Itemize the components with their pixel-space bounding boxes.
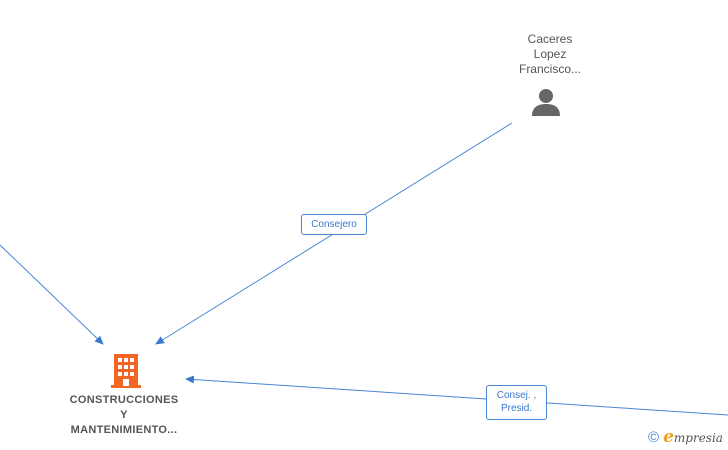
company-name-line-1: CONSTRUCCIONES [69, 394, 179, 406]
person-node-label[interactable]: Caceres Lopez Francisco... [490, 32, 610, 77]
brand-name: mpresia [673, 431, 723, 445]
edge-label-consej-line-2: Presid. [500, 403, 533, 414]
edge-label-consej-line-1: Consej. , [496, 390, 537, 401]
person-name-line-2: Lopez [533, 47, 567, 61]
company-node-label[interactable]: CONSTRUCCIONES Y MANTENIMIENTO... [44, 393, 204, 438]
company-name-line-3: MANTENIMIENTO... [70, 424, 178, 436]
edge-label-consej-presid[interactable]: Consej. , Presid. [486, 385, 547, 420]
edge-offscreen-right-to-company [185, 375, 728, 416]
copyright-icon: © [648, 429, 660, 446]
company-name-line-2: Y [120, 409, 128, 421]
building-icon[interactable] [109, 352, 143, 388]
person-icon[interactable] [530, 86, 562, 118]
edge-offscreen-left-to-company [0, 244, 104, 345]
brand-initial: e [663, 427, 674, 447]
person-name-line-3: Francisco... [518, 62, 581, 76]
edge-label-consejero[interactable]: Consejero [301, 214, 367, 235]
edge-label-consejero-text: Consejero [311, 219, 357, 230]
person-name-line-1: Caceres [527, 32, 573, 46]
brand-logo: ©empresia [648, 427, 723, 447]
